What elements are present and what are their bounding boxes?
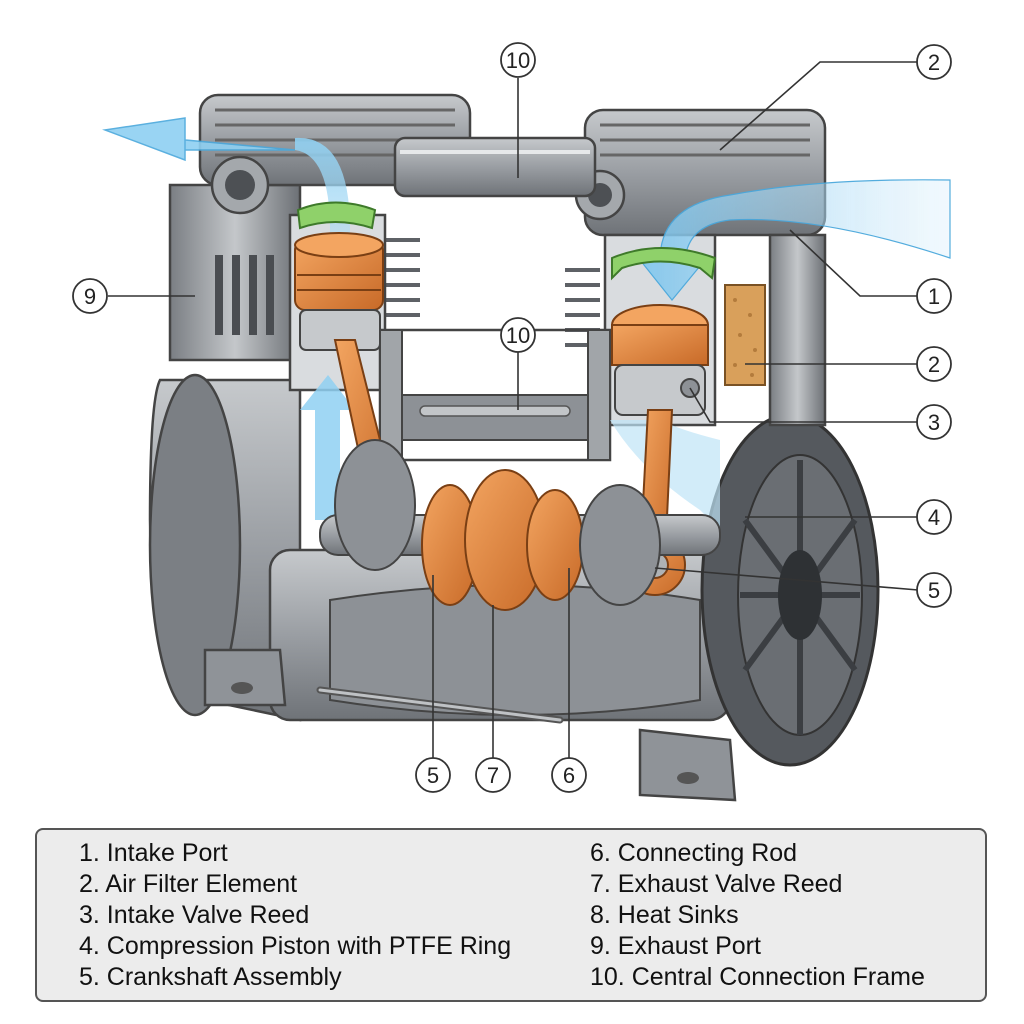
- legend-item-intake-port: 1. Intake Port: [79, 839, 228, 867]
- left-piston: [294, 232, 384, 351]
- legend-item-intake-valve-reed: 3. Intake Valve Reed: [79, 901, 310, 929]
- callout-5-bottom: 5: [415, 757, 451, 793]
- callout-2-right: 2: [916, 346, 952, 382]
- compressor-cutaway-diagram: 10 2 9 1 10 2 3 4 5 5 7 6: [72, 42, 952, 802]
- legend-item-exhaust-valve-reed: 7. Exhaust Valve Reed: [590, 870, 843, 898]
- legend-item-exhaust-port: 9. Exhaust Port: [590, 932, 761, 960]
- callout-10-middle: 10: [500, 317, 536, 353]
- callout-7-bottom: 7: [475, 757, 511, 793]
- svg-text:4: 4: [928, 505, 940, 530]
- svg-text:6: 6: [563, 763, 575, 788]
- callout-10-top: 10: [500, 42, 536, 78]
- svg-text:7: 7: [487, 763, 499, 788]
- svg-text:3: 3: [928, 410, 940, 435]
- svg-text:5: 5: [427, 763, 439, 788]
- legend-item-heat-sinks: 8. Heat Sinks: [590, 901, 739, 929]
- fan-end-cover: [700, 413, 880, 767]
- callout-2-top: 2: [916, 44, 952, 80]
- legend-item-compression-piston: 4. Compression Piston with PTFE Ring: [79, 932, 512, 960]
- svg-text:2: 2: [928, 352, 940, 377]
- svg-text:5: 5: [928, 578, 940, 603]
- intake-airflow: [638, 179, 951, 301]
- callout-6-bottom: 6: [551, 757, 587, 793]
- legend-right-column: 6. Connecting Rod 7. Exhaust Valve Reed …: [590, 838, 925, 993]
- svg-text:9: 9: [84, 284, 96, 309]
- legend-item-central-frame: 10. Central Connection Frame: [590, 963, 925, 991]
- air-filter-element: [724, 284, 766, 386]
- mounting-feet: [203, 648, 737, 802]
- transfer-tube: [393, 136, 597, 198]
- legend-left-column: 1. Intake Port 2. Air Filter Element 3. …: [79, 838, 511, 993]
- legend-item-air-filter: 2. Air Filter Element: [79, 870, 298, 898]
- callout-1: 1: [916, 278, 952, 314]
- svg-text:1: 1: [928, 284, 940, 309]
- leader-lines: [108, 61, 919, 758]
- central-connection-frame: [378, 328, 612, 462]
- right-piston: [611, 304, 709, 416]
- valve-reeds: [296, 201, 717, 281]
- legend-box: 1. Intake Port 2. Air Filter Element 3. …: [35, 828, 987, 1002]
- callout-5-right: 5: [916, 572, 952, 608]
- svg-text:10: 10: [506, 323, 530, 348]
- legend-item-connecting-rod: 6. Connecting Rod: [590, 839, 798, 867]
- callout-3: 3: [916, 404, 952, 440]
- legend-item-crankshaft: 5. Crankshaft Assembly: [79, 963, 342, 991]
- svg-text:10: 10: [506, 48, 530, 73]
- crankshaft-assembly: [319, 439, 721, 611]
- svg-text:2: 2: [928, 50, 940, 75]
- callout-4: 4: [916, 499, 952, 535]
- callout-9: 9: [72, 278, 108, 314]
